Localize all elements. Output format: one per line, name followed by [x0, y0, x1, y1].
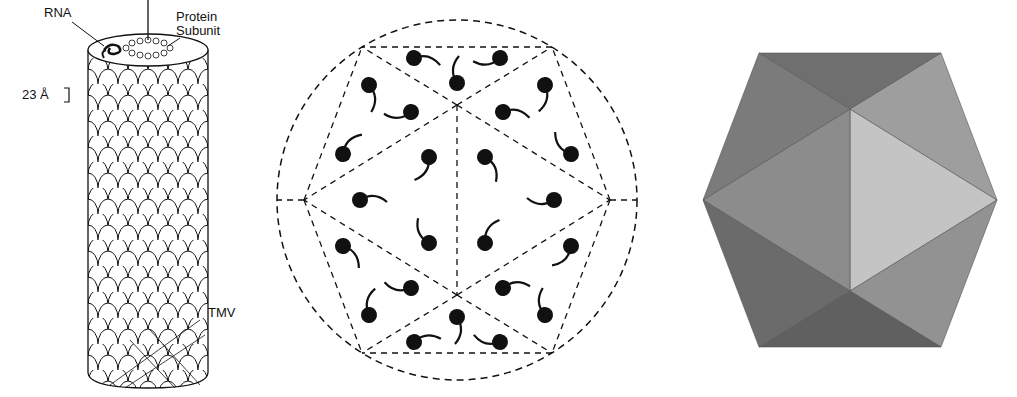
icosahedron-solid — [703, 53, 997, 347]
part-label: Protein Subunit — [176, 10, 228, 38]
dimension-label: 23 Å — [22, 88, 49, 102]
part-label: RNA — [44, 6, 71, 20]
virus-label: TMV — [208, 306, 235, 320]
icosahedral-capsid-sphere — [277, 20, 637, 380]
tmv-rod — [64, 0, 208, 390]
